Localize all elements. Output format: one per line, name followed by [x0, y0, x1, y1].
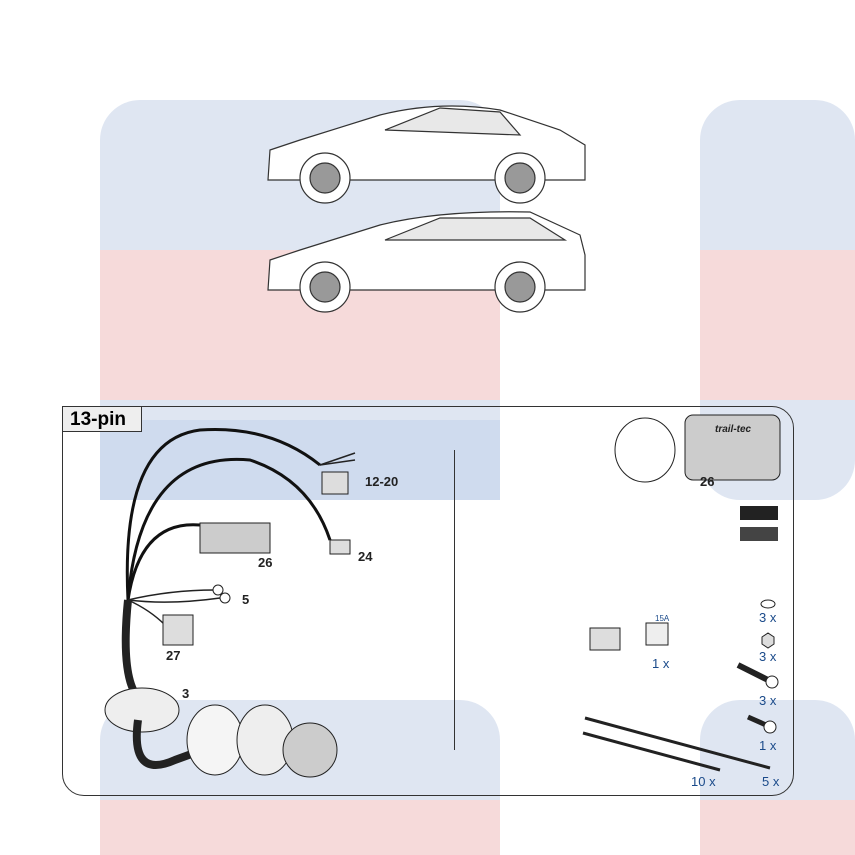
velcro-strip: [740, 527, 778, 541]
connector-12-20: [321, 471, 349, 495]
nut-qty: 3 x: [759, 649, 777, 664]
cable-tie-long: [584, 716, 771, 770]
kit-panel: [62, 406, 794, 796]
estate-drawing: [267, 211, 586, 313]
screw: [746, 714, 768, 728]
washer-qty: 3 x: [759, 610, 777, 625]
connector-24: [329, 539, 351, 555]
fuse: [645, 622, 669, 646]
fuse-rating: 15A: [655, 614, 670, 623]
fuse-qty: 1 x: [652, 656, 670, 671]
connector-housing: [589, 627, 621, 651]
panel-title: 13-pin: [62, 406, 142, 432]
velcro-strip: [740, 506, 778, 520]
label-27: 27: [166, 648, 181, 663]
label-3: 3: [182, 686, 190, 701]
tie-long-qty: 5 x: [762, 774, 780, 789]
label-24: 24: [358, 549, 373, 564]
tie-short-qty: 10 x: [691, 774, 716, 789]
label-12-20: 12-20: [365, 474, 399, 489]
connector-27: [162, 614, 194, 646]
label-26-module: 26: [700, 474, 715, 489]
washer: [760, 599, 776, 609]
label-5: 5: [242, 592, 250, 607]
13-pin-socket: [282, 722, 338, 778]
svg-text:trail-tec: trail-tec: [715, 424, 752, 435]
bolt-qty: 3 x: [759, 693, 777, 708]
bolt: [736, 662, 770, 683]
trail-tec-module: [684, 414, 781, 481]
cable-tie-short: [582, 731, 721, 772]
nut: [761, 632, 775, 649]
divider: [454, 450, 455, 750]
label-26-plug: 26: [258, 555, 273, 570]
sedan-drawing: [267, 105, 586, 204]
plug-26: [199, 522, 271, 554]
screw-qty: 1 x: [759, 738, 777, 753]
socket-cover: [614, 417, 676, 483]
